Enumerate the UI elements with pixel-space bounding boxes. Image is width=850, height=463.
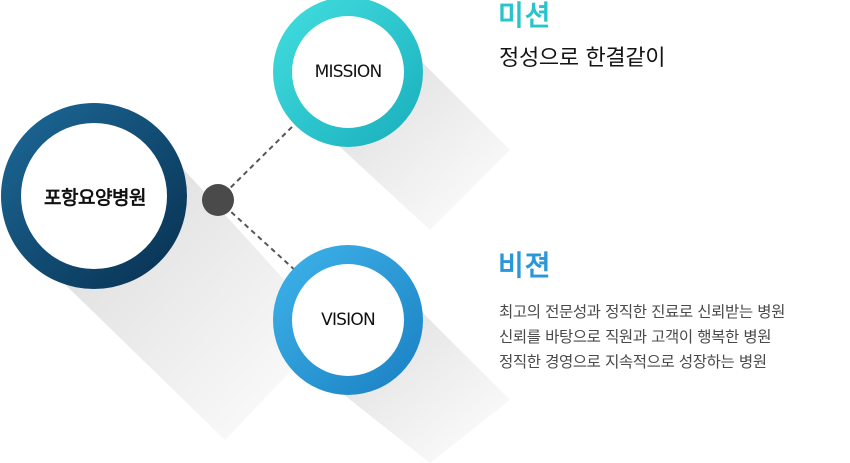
center-label: 포항요양병원 [44, 186, 146, 209]
connector-to-mission [217, 121, 298, 201]
vision-line: 정직한 경영으로 지속적으로 성장하는 병원 [499, 353, 767, 371]
mission-circle-label: MISSION [314, 62, 383, 82]
connector-node [202, 184, 234, 216]
mission-text: 정성으로 한결같이 [499, 46, 666, 71]
center-circle [1, 103, 187, 289]
vision-circle [273, 245, 423, 395]
vision-heading: 비젼 [498, 249, 552, 282]
mission-circle [273, 0, 423, 147]
vision-text-block: 최고의 전문성과 정직한 진료로 신뢰받는 병원 신뢰를 바탕으로 직원과 고객… [499, 300, 785, 375]
mission-heading: 미션 [498, 0, 552, 32]
vision-circle-label: VISION [321, 310, 376, 330]
vision-line: 최고의 전문성과 정직한 진료로 신뢰받는 병원 [499, 303, 785, 321]
vision-line: 신뢰를 바탕으로 직원과 고객이 행복한 병원 [499, 328, 772, 346]
connectors [202, 121, 298, 273]
